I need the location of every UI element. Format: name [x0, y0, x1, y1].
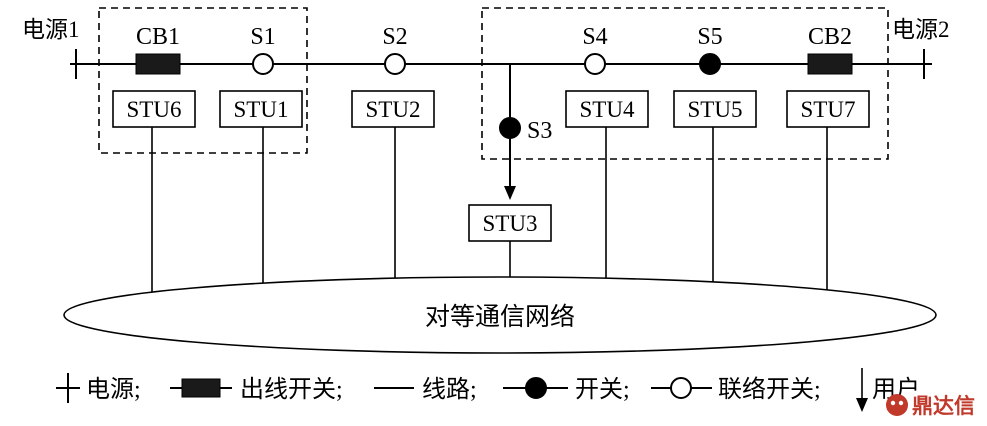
stu3-box	[468, 204, 552, 242]
stu2-label: STU2	[366, 97, 421, 122]
watermark-text: 鼎达信	[912, 394, 975, 418]
user-arrow-head	[504, 186, 516, 200]
stu7-box	[786, 90, 870, 128]
cb1-feeder-switch	[135, 53, 181, 75]
source-right-label: 电源2	[892, 17, 950, 42]
cb1-label: CB1	[136, 24, 180, 50]
stu4-label: STU4	[580, 97, 635, 122]
stu6-box	[112, 90, 196, 128]
s3-label: S3	[527, 118, 552, 144]
s4-tie-switch	[584, 53, 606, 75]
s2-tie-switch	[384, 53, 406, 75]
s1-tie-switch	[252, 53, 274, 75]
stu3-label: STU3	[483, 211, 538, 236]
legend-tie-switch-label: 联络开关;	[718, 376, 821, 403]
right-dashed-zone	[481, 7, 889, 160]
cb2-label: CB2	[808, 24, 852, 50]
watermark: 鼎达信	[886, 394, 975, 418]
s5-label: S5	[697, 24, 722, 50]
stu5-box	[673, 90, 757, 128]
peer-network-label: 对等通信网络	[425, 303, 575, 331]
stu1-label: STU1	[234, 97, 289, 122]
stu1-box	[219, 90, 303, 128]
legend-feeder-switch-label: 出线开关;	[240, 376, 343, 403]
watermark-logo-icon	[886, 394, 908, 416]
legend: 电源; 出线开关; 线路; 开关; 联络开关; 用户	[56, 368, 920, 412]
s3-switch	[499, 117, 521, 139]
legend-power-label: 电源;	[86, 376, 141, 403]
s2-label: S2	[382, 24, 407, 50]
s1-label: S1	[250, 24, 275, 50]
left-dashed-zone	[98, 7, 308, 154]
legend-line-label: 线路;	[422, 376, 477, 403]
cb2-feeder-switch	[807, 53, 853, 75]
stu6-label: STU6	[127, 97, 182, 122]
stu4-box	[565, 90, 649, 128]
source-left-label: 电源1	[22, 17, 80, 42]
stu7-label: STU7	[801, 97, 856, 122]
s5-switch	[699, 53, 721, 75]
stu5-label: STU5	[688, 97, 743, 122]
peer-network-ellipse	[63, 276, 937, 354]
stu2-box	[351, 90, 435, 128]
s4-label: S4	[582, 24, 607, 50]
legend-switch-label: 开关;	[575, 376, 630, 403]
